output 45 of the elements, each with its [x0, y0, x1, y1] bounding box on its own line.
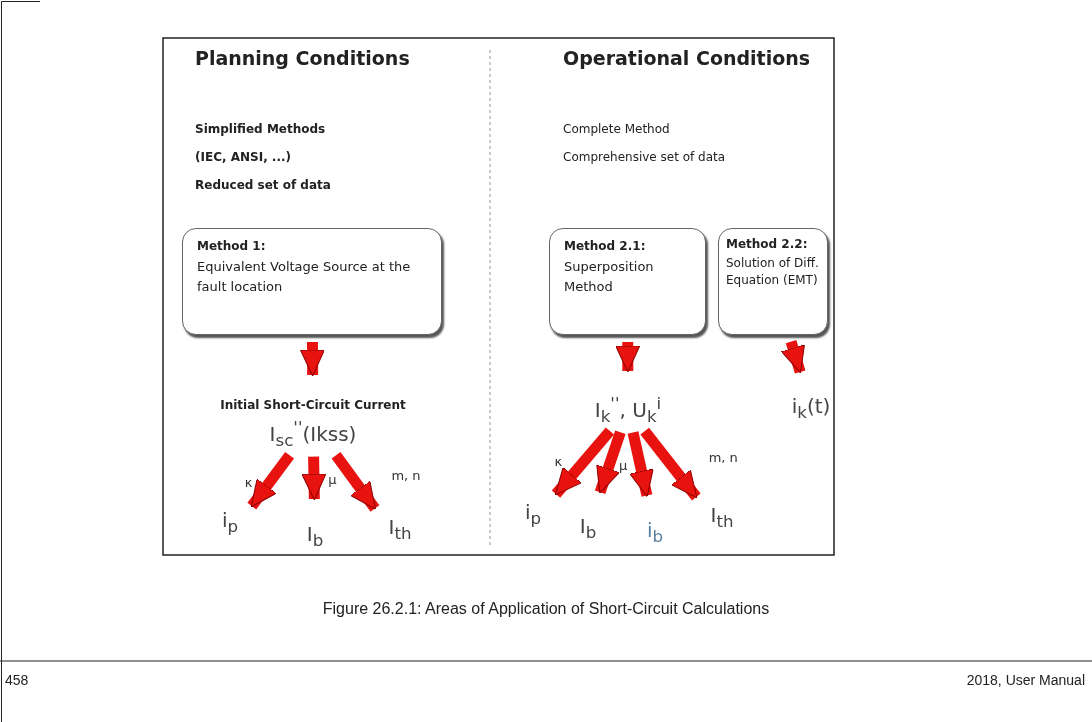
method-description: Equivalent Voltage Source at the fault location: [197, 258, 412, 296]
arrow: [615, 342, 641, 373]
method-description: Superposition Method: [564, 258, 655, 296]
method-note: (IEC, ANSI, ...): [195, 150, 292, 164]
method-note: Complete Method: [563, 122, 670, 136]
current-symbol: I$_{b}$: [579, 514, 597, 542]
current-symbol: I$_{sc}$$^{''}$(Ikss): [268, 418, 358, 450]
arrow: [781, 340, 806, 374]
arrow: [640, 427, 701, 501]
current-symbol: I$_{th}$: [710, 503, 734, 531]
arrow: [627, 431, 654, 497]
edge-label: m, n: [708, 449, 738, 465]
arrow: [594, 430, 626, 494]
result-title: Initial Short-Circuit Current: [220, 398, 406, 412]
method-note: Simplified Methods: [195, 122, 326, 136]
edge-label: μ: [328, 471, 337, 487]
edge-label: m, n: [391, 467, 421, 483]
current-symbol: I$_{th}$: [388, 515, 412, 543]
arrow: [331, 452, 380, 512]
method-title: Method 2.2:: [726, 237, 809, 251]
method-note: Reduced set of data: [195, 178, 331, 192]
arrow: [551, 427, 615, 498]
method-title: Method 2.1:: [564, 239, 647, 253]
current-symbol: i$_{p}$: [221, 508, 239, 536]
method-box: [718, 228, 828, 335]
method-box: [182, 228, 442, 335]
current-symbol: i$_{k}$(t): [791, 394, 831, 422]
method-title: Method 1:: [197, 239, 267, 253]
edge-label: μ: [619, 457, 628, 473]
footer-text: 2018, User Manual: [966, 672, 1085, 688]
arrow: [301, 456, 327, 501]
section-heading: Operational Conditions: [563, 47, 811, 69]
figure-caption: Figure 26.2.1: Areas of Application of Short-Circuit Calculations: [321, 600, 771, 618]
method-note: Comprehensive set of data: [563, 150, 726, 164]
method-box: [549, 228, 706, 335]
current-symbol: i$_{p}$: [524, 500, 542, 528]
current-symbol: I$_{b}$: [306, 522, 324, 550]
arrow: [247, 452, 295, 510]
edge-label: κ: [554, 454, 563, 470]
arrow: [300, 342, 325, 377]
current-symbol: i$_{b}$: [646, 518, 664, 546]
method-description: Solution of Diff. Equation (EMT): [726, 255, 820, 289]
page-number: 458: [5, 672, 29, 688]
section-heading: Planning Conditions: [195, 47, 410, 69]
edge-label: κ: [244, 474, 253, 490]
